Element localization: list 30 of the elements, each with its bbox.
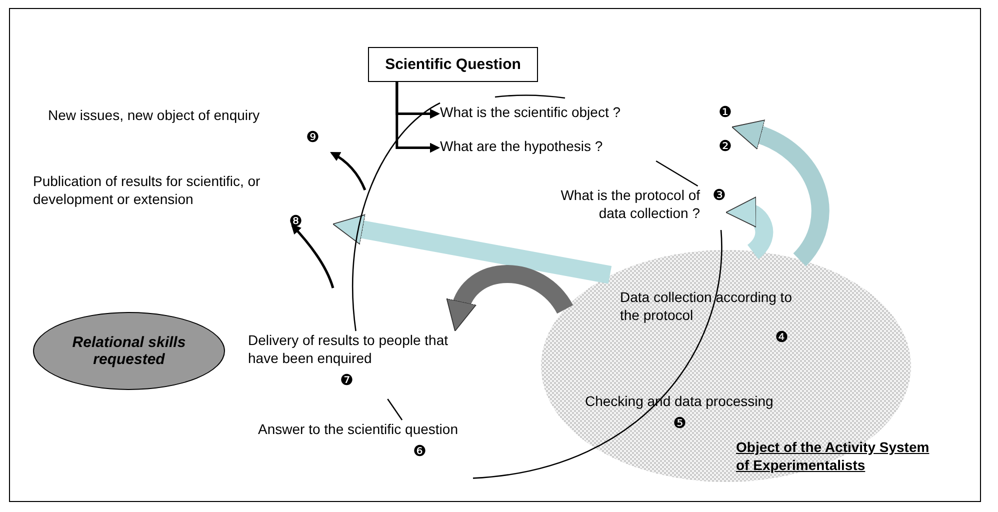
- step-number: ❺: [673, 414, 688, 433]
- step-number: ❽: [289, 212, 304, 231]
- step-text: Data collection according to the protocol: [620, 288, 793, 324]
- question-box: Scientific Question: [368, 47, 538, 82]
- step-number: ❹: [775, 328, 790, 347]
- step-text: Delivery of results to people that have been enquired: [248, 331, 449, 367]
- step-text: What are the hypothesis ?: [440, 137, 603, 155]
- cycle-line: [472, 230, 722, 479]
- step-text: Answer to the scientific question: [258, 420, 459, 438]
- arrow: [396, 82, 440, 153]
- cycle-line: [352, 102, 440, 332]
- cycle-line: [656, 160, 698, 187]
- block-arrow: [332, 214, 612, 284]
- step-number: ❶: [718, 103, 732, 122]
- skills-ellipse: Relational skills requested: [33, 312, 225, 390]
- block-arrow: [726, 198, 774, 259]
- arrow: [291, 224, 334, 288]
- arrow: [330, 152, 366, 190]
- area-title: Object of the Activity System of Experimentalists: [736, 438, 930, 474]
- step-text: Publication of results for scientific, or development or extension: [33, 172, 262, 208]
- block-arrow: [448, 265, 573, 331]
- step-text: New issues, new object of enquiry: [48, 106, 261, 124]
- step-number: ❷: [718, 137, 732, 156]
- step-number: ❻: [413, 442, 428, 461]
- step-text: What is the scientific object ?: [440, 103, 621, 121]
- step-number: ❸: [712, 186, 726, 205]
- cycle-line: [387, 398, 403, 420]
- step-number: ❾: [306, 128, 320, 147]
- step-text: What is the protocol of data collection ?: [560, 186, 700, 222]
- step-number: ❼: [340, 371, 354, 390]
